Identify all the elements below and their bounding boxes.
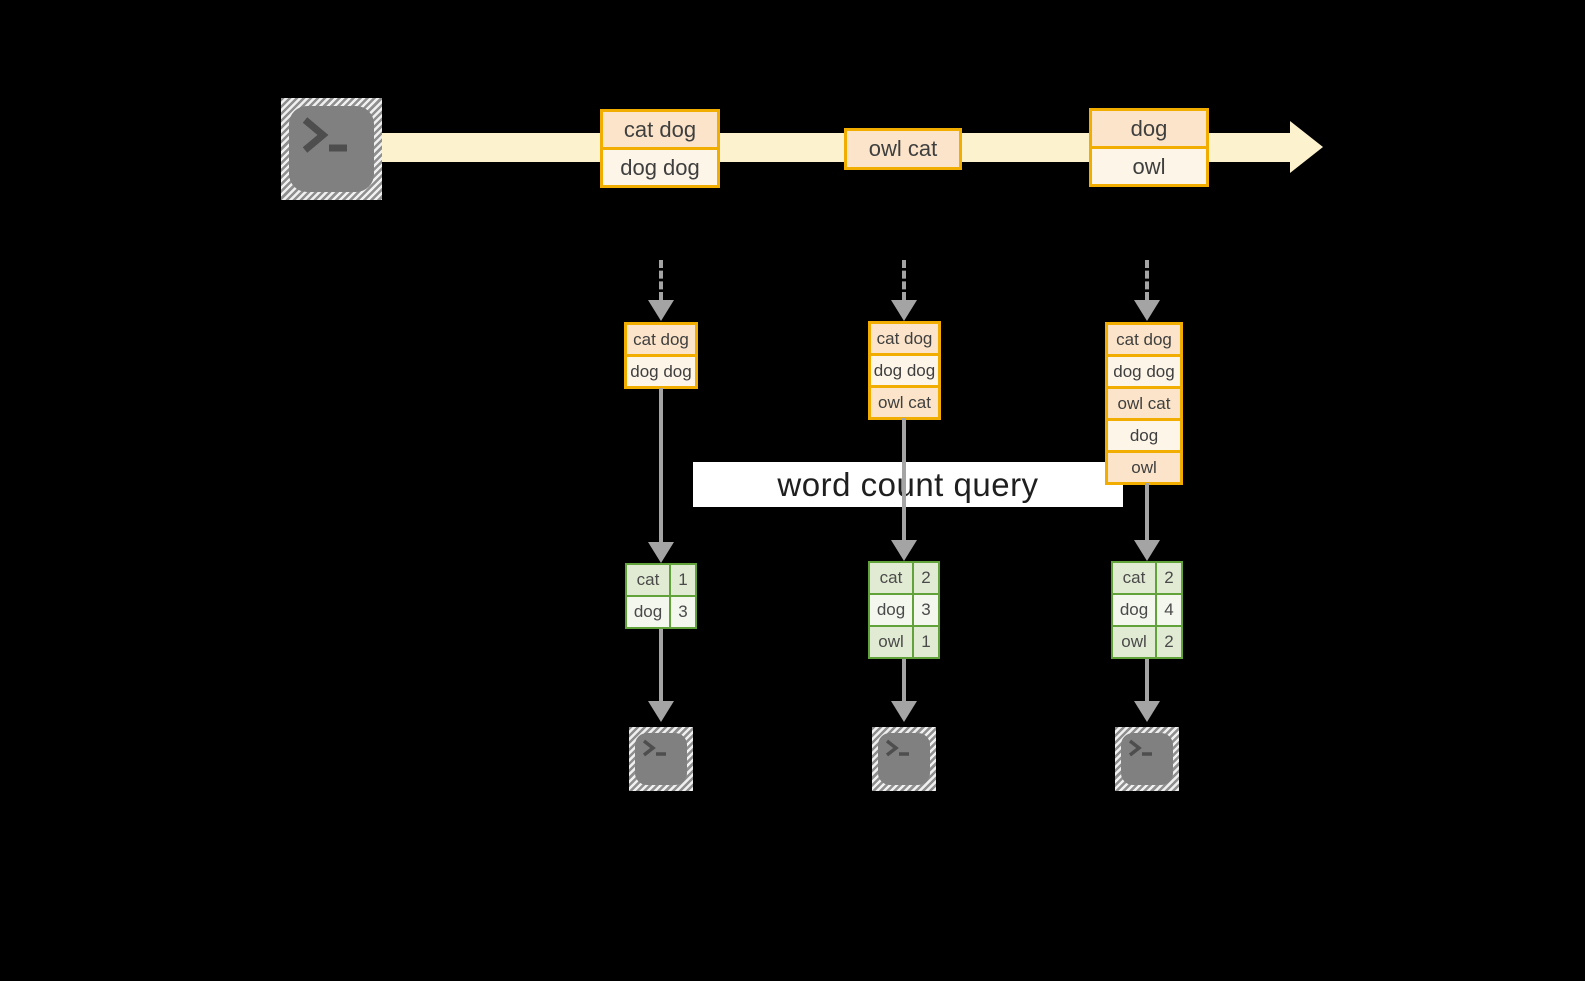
word-cell: cat bbox=[1113, 563, 1155, 593]
word-count-table-2: cat 2 dog 3 owl 1 bbox=[868, 561, 940, 659]
word-count-table-3: cat 2 dog 4 owl 2 bbox=[1111, 561, 1183, 659]
stream-event-box-2: owl cat bbox=[844, 128, 962, 170]
count-cell: 2 bbox=[914, 563, 938, 593]
stream-arrowhead-icon bbox=[1290, 121, 1323, 173]
word-cell: dog bbox=[870, 595, 912, 625]
changelog-stack-1: cat dog dog dog bbox=[624, 322, 698, 389]
log-record-cell: owl cat bbox=[871, 385, 938, 417]
count-cell: 3 bbox=[914, 595, 938, 625]
log-record-cell: dog bbox=[1108, 418, 1180, 450]
ingest-arrow-dashed-3 bbox=[1133, 260, 1160, 321]
ingest-arrow-dashed-2 bbox=[890, 260, 917, 321]
count-cell: 2 bbox=[1157, 563, 1181, 593]
source-terminal-icon bbox=[281, 98, 382, 200]
arrowhead-icon bbox=[1133, 300, 1160, 321]
word-cell: owl bbox=[1113, 627, 1155, 657]
event-record-cell: dog dog bbox=[603, 147, 717, 185]
stream-event-box-1: cat dog dog dog bbox=[600, 109, 720, 188]
arrowhead-icon bbox=[647, 542, 674, 563]
count-cell: 2 bbox=[1157, 627, 1181, 657]
arrowhead-icon bbox=[890, 300, 917, 321]
event-record-cell: cat dog bbox=[603, 112, 717, 147]
query-arrow-1 bbox=[647, 388, 674, 563]
arrowhead-icon bbox=[647, 300, 674, 321]
output-arrow-2 bbox=[890, 659, 917, 722]
log-record-cell: cat dog bbox=[1108, 325, 1180, 354]
terminal-prompt-icon bbox=[642, 739, 666, 757]
arrowhead-icon bbox=[1133, 540, 1160, 561]
word-count-query-banner: word count query bbox=[693, 462, 1123, 507]
log-record-cell: dog dog bbox=[871, 353, 938, 385]
log-record-cell: cat dog bbox=[871, 324, 938, 353]
count-cell: 1 bbox=[914, 627, 938, 657]
word-cell: dog bbox=[627, 597, 669, 627]
count-cell: 4 bbox=[1157, 595, 1181, 625]
arrowhead-icon bbox=[647, 701, 674, 722]
arrowhead-icon bbox=[890, 540, 917, 561]
terminal-prompt-icon bbox=[302, 117, 347, 153]
log-record-cell: owl cat bbox=[1108, 386, 1180, 418]
log-record-cell: dog dog bbox=[627, 354, 695, 386]
query-arrow-3 bbox=[1133, 483, 1160, 561]
arrowhead-icon bbox=[890, 701, 917, 722]
changelog-stack-3: cat dog dog dog owl cat dog owl bbox=[1105, 322, 1183, 485]
consumer-terminal-icon-3 bbox=[1115, 727, 1179, 791]
word-count-table-1: cat 1 dog 3 bbox=[625, 563, 697, 629]
consumer-terminal-icon-1 bbox=[629, 727, 693, 791]
word-cell: dog bbox=[1113, 595, 1155, 625]
consumer-terminal-icon-2 bbox=[872, 727, 936, 791]
count-cell: 3 bbox=[671, 597, 695, 627]
word-cell: cat bbox=[870, 563, 912, 593]
event-record-cell: owl cat bbox=[847, 131, 959, 167]
word-cell: cat bbox=[627, 565, 669, 595]
ingest-arrow-dashed-1 bbox=[647, 260, 674, 321]
log-record-cell: dog dog bbox=[1108, 354, 1180, 386]
terminal-prompt-icon bbox=[1128, 739, 1152, 757]
changelog-stack-2: cat dog dog dog owl cat bbox=[868, 321, 941, 420]
output-arrow-1 bbox=[647, 629, 674, 722]
source-terminal-screen bbox=[289, 106, 374, 192]
terminal-prompt-icon bbox=[885, 739, 909, 757]
query-arrow-2 bbox=[890, 418, 917, 561]
event-record-cell: dog bbox=[1092, 111, 1206, 146]
arrowhead-icon bbox=[1133, 701, 1160, 722]
log-record-cell: cat dog bbox=[627, 325, 695, 354]
output-arrow-3 bbox=[1133, 659, 1160, 722]
count-cell: 1 bbox=[671, 565, 695, 595]
log-record-cell: owl bbox=[1108, 450, 1180, 482]
event-record-cell: owl bbox=[1092, 146, 1206, 184]
stream-event-box-3: dog owl bbox=[1089, 108, 1209, 187]
word-cell: owl bbox=[870, 627, 912, 657]
